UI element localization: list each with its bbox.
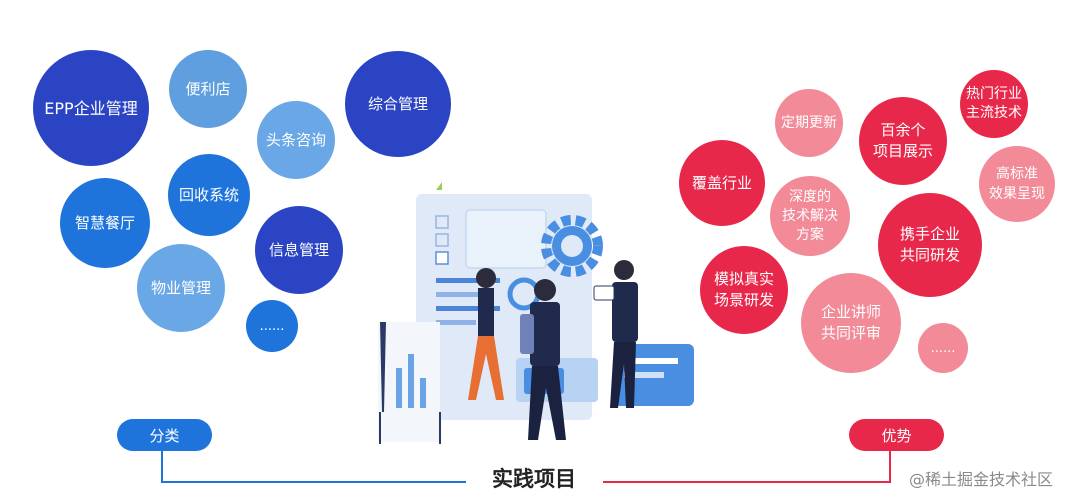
bubble-high-standard: 高标准 效果呈现 <box>979 146 1055 222</box>
bubble-regular-updates: 定期更新 <box>775 89 843 157</box>
bubble-headline-consulting: 头条咨询 <box>257 101 335 179</box>
bubble-label: 回收系统 <box>178 185 239 204</box>
category-tag: 分类 <box>117 419 212 451</box>
advantage-tag-label: 优势 <box>881 426 912 445</box>
bubble-label: ...... <box>930 340 956 356</box>
bubble-label: 热门行业 主流技术 <box>966 86 1022 121</box>
bubble-label: 模拟真实 场景研发 <box>713 270 774 309</box>
bubble-label: 覆盖行业 <box>691 173 752 192</box>
bubble-label: 深度的 技术解决 方案 <box>782 188 838 243</box>
bubble-simulated-scenarios: 模拟真实 场景研发 <box>700 246 788 334</box>
bubble-label: 定期更新 <box>781 114 837 131</box>
bubble-convenience-store: 便利店 <box>169 50 247 128</box>
bubble-lecturer-review: 企业讲师 共同评审 <box>801 273 901 373</box>
bubble-label: 信息管理 <box>268 240 329 259</box>
left-connector-vertical <box>161 449 163 483</box>
bubble-hundred-projects: 百余个 项目展示 <box>859 97 947 185</box>
bubble-label: ...... <box>259 318 285 334</box>
right-connector-horizontal <box>603 481 891 483</box>
bubble-label: EPP企业管理 <box>44 98 138 118</box>
bubble-label: 头条咨询 <box>265 130 326 149</box>
bubble-hot-industry-tech: 热门行业 主流技术 <box>960 70 1028 138</box>
team-illustration <box>378 182 694 444</box>
bubble-more-right: ...... <box>918 323 968 373</box>
bubble-epp-management: EPP企业管理 <box>33 50 149 166</box>
bubble-joint-rd: 携手企业 共同研发 <box>878 193 982 297</box>
bubble-label: 智慧餐厅 <box>74 213 135 232</box>
bubble-label: 高标准 效果呈现 <box>989 166 1045 202</box>
center-title: 实践项目 <box>492 467 576 491</box>
bubble-label: 物业管理 <box>150 278 211 297</box>
bubble-more-left: ...... <box>246 300 298 352</box>
bubble-label: 企业讲师 共同评审 <box>820 303 881 342</box>
bubble-comprehensive-management: 综合管理 <box>345 51 451 157</box>
bubble-property-management: 物业管理 <box>137 244 225 332</box>
gear-icon <box>541 215 603 277</box>
right-connector-vertical <box>889 449 891 483</box>
bubble-smart-restaurant: 智慧餐厅 <box>60 178 150 268</box>
bubble-label: 综合管理 <box>367 94 428 113</box>
bubble-recycling-system: 回收系统 <box>168 154 250 236</box>
bubble-label: 百余个 项目展示 <box>872 121 933 160</box>
advantage-tag: 优势 <box>849 419 944 451</box>
category-tag-label: 分类 <box>149 426 180 445</box>
watermark: @稀土掘金技术社区 <box>908 470 1053 489</box>
bubble-label: 携手企业 共同研发 <box>899 225 960 264</box>
bubble-label: 便利店 <box>185 79 231 98</box>
bubble-information-management: 信息管理 <box>255 206 343 294</box>
bubble-deep-tech-solutions: 深度的 技术解决 方案 <box>770 176 850 256</box>
left-connector-horizontal <box>161 481 466 483</box>
bubble-industry-coverage: 覆盖行业 <box>679 140 765 226</box>
